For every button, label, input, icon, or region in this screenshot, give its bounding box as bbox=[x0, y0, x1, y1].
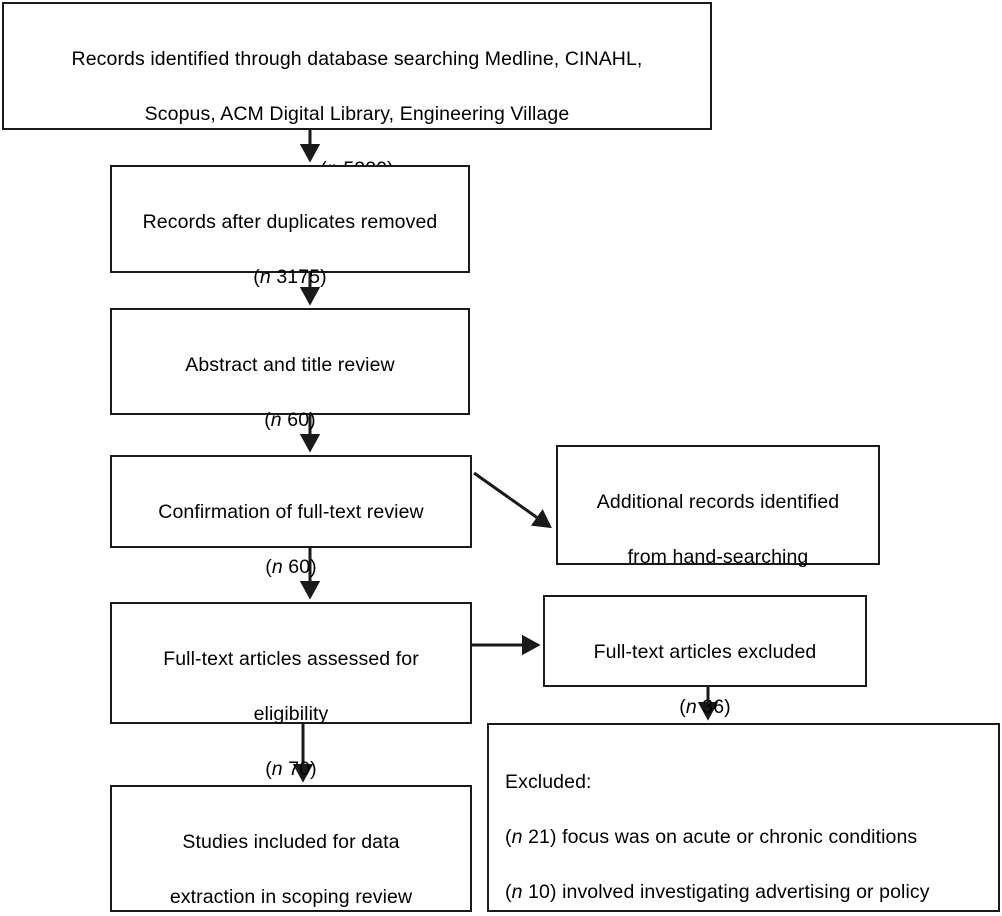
n-symbol: n bbox=[271, 758, 283, 781]
excluded-reason-item: (n 21) focus was on acute or chronic con… bbox=[505, 826, 918, 849]
node-records-after-duplicates-removed: Records after duplicates removed (n 3175… bbox=[110, 165, 470, 288]
node-abstract-and-title-review: Abstract and title review (n 60) bbox=[110, 308, 470, 431]
studies-included-text: Studies included for data extraction in … bbox=[170, 801, 412, 916]
additional-records-line1: Additional records identified bbox=[596, 490, 840, 513]
node-confirmation-of-full-text-review: Confirmation of full-text review (n 60) bbox=[110, 455, 472, 578]
fulltext-assessed-count: (n 70) bbox=[265, 758, 317, 781]
records-identified-line1: Records identified through database sear… bbox=[71, 47, 643, 70]
excluded-reasons-text: Excluded: (n 21) focus was on acute or c… bbox=[505, 741, 930, 916]
n-symbol: n bbox=[271, 556, 283, 579]
studies-included-line1: Studies included for data bbox=[182, 830, 400, 853]
node-studies-included-for-data-extraction: Studies included for data extraction in … bbox=[110, 785, 472, 912]
abstract-title-review-count: (n 60) bbox=[264, 409, 316, 432]
confirmation-fulltext-text: Confirmation of full-text review (n 60) bbox=[158, 471, 423, 582]
node-full-text-articles-excluded: Full-text articles excluded (n 36) bbox=[543, 595, 867, 718]
excluded-reason-item: (n 10) involved investigating advertisin… bbox=[505, 881, 930, 904]
fulltext-excluded-text: Full-text articles excluded (n 36) bbox=[594, 611, 817, 722]
excluded-heading: Excluded: bbox=[505, 770, 592, 793]
additional-records-line2: from hand-searching bbox=[627, 546, 809, 569]
abstract-title-review-text: Abstract and title review (n 60) bbox=[185, 324, 395, 435]
node-records-identified: Records identified through database sear… bbox=[2, 2, 712, 180]
fulltext-excluded-count: (n 36) bbox=[679, 696, 731, 719]
confirmation-fulltext-count: (n 60) bbox=[265, 556, 317, 579]
n-symbol: n bbox=[259, 266, 271, 289]
fulltext-assessed-text: Full-text articles assessed for eligibil… bbox=[163, 618, 419, 784]
abstract-title-review-line1: Abstract and title review bbox=[185, 353, 395, 376]
additional-records-text: Additional records identified from hand-… bbox=[597, 461, 839, 627]
node-full-text-articles-assessed: Full-text articles assessed for eligibil… bbox=[110, 602, 472, 780]
duplicates-removed-text: Records after duplicates removed (n 3175… bbox=[143, 181, 438, 292]
records-identified-text: Records identified through database sear… bbox=[72, 18, 643, 184]
node-additional-records-hand-searching: Additional records identified from hand-… bbox=[556, 445, 880, 623]
fulltext-assessed-line2: eligibility bbox=[253, 703, 329, 726]
n-symbol: n bbox=[511, 881, 523, 904]
confirmation-fulltext-line1: Confirmation of full-text review bbox=[158, 500, 424, 523]
n-symbol: n bbox=[685, 696, 697, 719]
n-symbol: n bbox=[511, 826, 523, 849]
arrow-confirmation-to-additional bbox=[473, 471, 552, 529]
fulltext-assessed-line1: Full-text articles assessed for bbox=[163, 647, 419, 670]
duplicates-removed-count: (n 3175) bbox=[253, 266, 327, 289]
duplicates-removed-line1: Records after duplicates removed bbox=[142, 210, 438, 233]
n-symbol: n bbox=[270, 409, 282, 432]
fulltext-excluded-line1: Full-text articles excluded bbox=[593, 640, 817, 663]
studies-included-line2: extraction in scoping review bbox=[169, 886, 413, 909]
node-excluded-reasons-list: Excluded: (n 21) focus was on acute or c… bbox=[487, 723, 1000, 912]
records-identified-line2: Scopus, ACM Digital Library, Engineering… bbox=[144, 103, 570, 126]
